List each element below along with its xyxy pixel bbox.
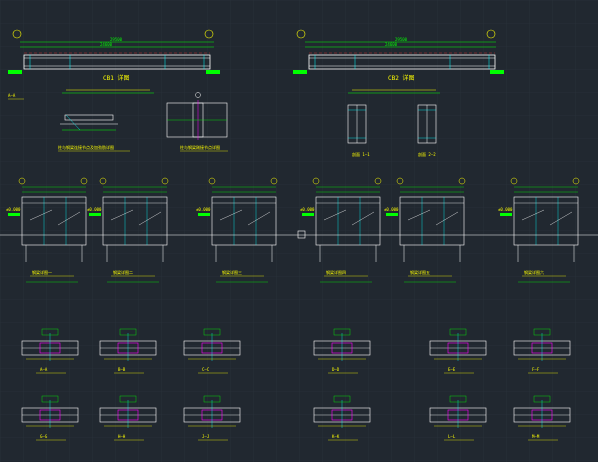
section-detail[interactable]: J—J: [183, 395, 241, 441]
detail4-caption: 剖面 2—2: [418, 151, 436, 157]
frame-elevation-label: ±0.000: [300, 207, 315, 212]
section-detail[interactable]: L—L: [429, 395, 487, 441]
frame-elevations: ±0.000 钢梁详图一 ±0.000 钢梁详图二 ±0.000 钢梁详图三 ±0.000 钢…: [6, 177, 580, 283]
section-label: A—A: [40, 367, 48, 372]
crosshair-cursor-icon: [297, 230, 306, 239]
section-detail[interactable]: A—A: [21, 328, 79, 374]
beam-title-cb2: CB2 详图: [388, 74, 414, 82]
section-label: D—D: [332, 367, 340, 372]
frame-caption: 钢梁详图二: [113, 269, 133, 275]
frame-elevation[interactable]: ±0.000 钢梁详图一: [6, 177, 88, 283]
frame-elevation[interactable]: ±0.000 钢梁详图六: [498, 177, 580, 283]
dim-sub: 24600: [100, 42, 113, 47]
beam-elevation-cb2[interactable]: 29500 24600 CB2 详图: [293, 29, 504, 94]
detail3-caption: 剖面 1—1: [352, 151, 370, 157]
section-detail[interactable]: G—G: [21, 395, 79, 441]
axis-marker-icon: [161, 177, 169, 185]
axis-marker-icon: [204, 29, 214, 39]
frame-caption: 钢梁详图四: [326, 269, 346, 275]
detail-section-1-1[interactable]: 剖面 1—1: [347, 104, 370, 157]
axis-marker-icon: [18, 177, 26, 185]
axis-marker-icon: [396, 177, 404, 185]
axis-marker-icon: [99, 177, 107, 185]
detail-rigid-joint[interactable]: 柱与钢梁刚接节点详图: [166, 92, 228, 152]
dim-total: 29500: [395, 37, 408, 42]
section-label: G—G: [40, 434, 48, 439]
axis-marker-icon: [458, 177, 466, 185]
section-detail[interactable]: D—D: [313, 328, 371, 374]
section-detail[interactable]: C—C: [183, 328, 241, 374]
section-label: F—F: [532, 367, 540, 372]
section-detail[interactable]: F—F: [513, 328, 571, 374]
dim-total: 29500: [110, 37, 123, 42]
frame-caption: 钢梁详图一: [32, 269, 52, 275]
frame-elevation-label: ±0.000: [384, 207, 399, 212]
frame-elevation[interactable]: ±0.000 钢梁详图五: [384, 177, 466, 283]
section-label: J—J: [202, 434, 209, 439]
axis-marker-icon: [80, 177, 88, 185]
section-detail[interactable]: K—K: [313, 395, 371, 441]
frame-caption: 钢梁详图六: [524, 269, 544, 275]
frame-elevation-label: ±0.000: [498, 207, 513, 212]
frame-elevation[interactable]: ±0.000 钢梁详图四: [300, 177, 382, 283]
section-detail[interactable]: H—H: [99, 395, 157, 441]
frame-caption: 钢梁详图五: [410, 269, 430, 275]
section-label: C—C: [202, 367, 210, 372]
axis-marker-icon: [270, 177, 278, 185]
axis-marker-icon: [208, 177, 216, 185]
frame-elevation-label: ±0.000: [6, 207, 21, 212]
section-label: K—K: [332, 434, 340, 439]
detail-section-2-2[interactable]: 剖面 2—2: [417, 104, 437, 157]
section-detail[interactable]: M—M: [513, 395, 571, 441]
section-label: H—H: [118, 434, 126, 439]
section-label: E—E: [448, 367, 456, 372]
frame-caption: 钢梁详图三: [222, 269, 242, 275]
axis-marker-icon: [296, 29, 306, 39]
axis-marker-icon: [510, 177, 518, 185]
detail2-caption: 柱与钢梁刚接节点详图: [180, 144, 220, 150]
axis-marker-icon: [12, 29, 22, 39]
section-label: M—M: [532, 434, 540, 439]
section-label: B—B: [118, 367, 126, 372]
section-detail[interactable]: B—B: [99, 328, 157, 374]
frame-elevation[interactable]: ±0.000 钢梁详图三: [196, 177, 278, 283]
section-aa-label: A—A: [8, 93, 16, 98]
section-label: L—L: [448, 434, 456, 439]
axis-marker-icon: [572, 177, 580, 185]
frame-elevation-label: ±0.000: [87, 207, 102, 212]
axis-marker-icon: [312, 177, 320, 185]
section-detail[interactable]: E—E: [429, 328, 487, 374]
detail-aa-section[interactable]: A—A 柱与钢梁连接节点及加劲肋详图: [8, 93, 130, 152]
frame-elevation[interactable]: ±0.000 钢梁详图二: [87, 177, 169, 283]
beam-title-cb1: CB1 详图: [103, 74, 129, 82]
frame-elevation-label: ±0.000: [196, 207, 211, 212]
section-details: A—A B—B C—C D—D E—E F—F G—G H—H J—J K—K L—L M—M: [21, 328, 571, 441]
detail1-caption: 柱与钢梁连接节点及加劲肋详图: [58, 144, 114, 150]
beam-elevation-cb1[interactable]: 29500 24600 CB1 详图: [8, 29, 220, 94]
dim-sub: 24600: [385, 42, 398, 47]
axis-marker-icon: [486, 29, 496, 39]
axis-marker-icon: [374, 177, 382, 185]
